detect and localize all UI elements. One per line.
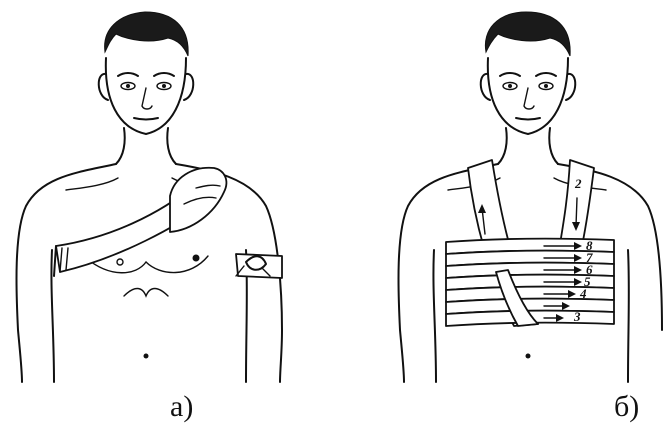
figure-b-head [481,12,576,134]
label-turn-4: 4 [580,287,587,300]
figure-a-torso [16,128,282,382]
label-turn-3: 3 [574,310,581,323]
figure-a-head [99,12,194,134]
figure-b-torso [398,128,662,382]
panel-a-shoulder-bandage: а) [0,0,332,426]
figure-b-drawing [332,0,664,426]
panel-b-chest-bandage: 2 8 7 6 5 4 3 б) [332,0,664,426]
caption-a: а) [170,392,193,422]
label-turn-2: 2 [575,177,582,190]
caption-b: б) [614,392,639,422]
figure-a-drawing [0,0,332,426]
